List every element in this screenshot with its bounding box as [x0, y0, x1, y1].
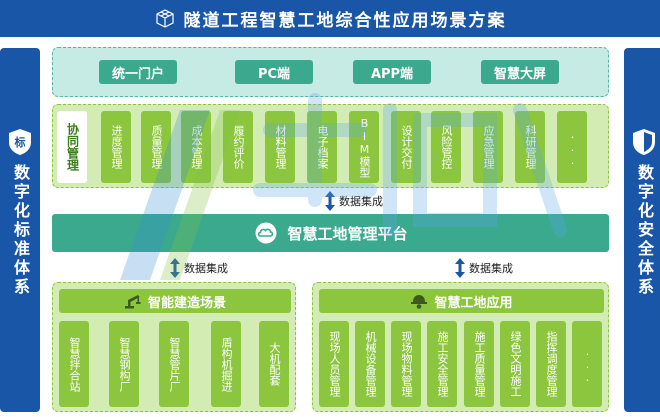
- smart-site-header: 智慧工地应用: [319, 289, 604, 313]
- top-connector: 数据集成: [325, 191, 383, 211]
- construction-item[interactable]: 盾构机掘进: [211, 321, 241, 407]
- crane-icon: [124, 295, 141, 309]
- construction-item[interactable]: 智慧钢构厂: [109, 321, 139, 407]
- module-item[interactable]: 风险管控: [431, 111, 461, 183]
- module-item[interactable]: 进度管理: [101, 111, 131, 183]
- double-arrow-icon: [170, 258, 180, 278]
- module-panel: 协同管理 进度管理 质量管理 成本管理 履约评价 材料管理 电子档案 BIM模型…: [52, 104, 609, 188]
- double-arrow-icon: [325, 191, 335, 211]
- construction-item[interactable]: 智慧拌合站: [59, 321, 89, 407]
- smart-site-title: 智慧工地应用: [434, 295, 513, 311]
- module-item[interactable]: 设计交付: [391, 111, 421, 183]
- site-app-item[interactable]: 施工安全管理: [427, 321, 457, 407]
- module-item[interactable]: 成本管理: [181, 111, 211, 183]
- portal-pc[interactable]: PC端: [235, 60, 313, 84]
- module-item[interactable]: ...: [557, 111, 587, 183]
- platform-bar[interactable]: 智慧工地管理平台: [52, 214, 609, 252]
- site-app-item[interactable]: 指挥调度管理: [536, 321, 566, 407]
- portal-app[interactable]: APP端: [353, 60, 431, 84]
- module-item[interactable]: BIM模型: [349, 111, 379, 183]
- connector-label: 数据集成: [339, 195, 383, 208]
- left-connector: 数据集成: [170, 258, 228, 278]
- header-bar: 隧道工程智慧工地综合性应用场景方案: [0, 0, 660, 37]
- site-app-item[interactable]: 现场人员管理: [319, 321, 349, 407]
- cube-icon: [155, 8, 174, 28]
- platform-title: 智慧工地管理平台: [287, 224, 408, 243]
- cloud-icon: [255, 222, 277, 244]
- double-arrow-icon: [455, 258, 465, 278]
- badge-text: 标: [14, 135, 26, 149]
- smart-construction-panel: 智能建造场景 智慧拌合站 智慧钢构厂 智慧管片厂 盾构机掘进 大机配套: [52, 282, 296, 412]
- site-app-item[interactable]: ...: [572, 321, 602, 407]
- connector-label: 数据集成: [184, 262, 228, 275]
- smart-construction-title: 智能建造场景: [147, 295, 226, 311]
- construction-item[interactable]: 大机配套: [259, 321, 289, 407]
- construction-item[interactable]: 智慧管片厂: [159, 321, 189, 407]
- left-side-bar: 标 数字化标准体系: [0, 48, 40, 412]
- smart-construction-header: 智能建造场景: [59, 289, 291, 313]
- standard-badge-icon: 标: [7, 128, 33, 156]
- site-app-item[interactable]: 施工质量管理: [464, 321, 494, 407]
- site-app-item[interactable]: 现场物料管理: [391, 321, 421, 407]
- connector-label: 数据集成: [469, 262, 513, 275]
- right-side-bar: 数字化安全体系: [624, 48, 660, 412]
- module-item[interactable]: 履约评价: [223, 111, 253, 183]
- module-item[interactable]: 质量管理: [141, 111, 171, 183]
- site-app-item[interactable]: 机械设备管理: [355, 321, 385, 407]
- left-bar-text: 数字化标准体系: [11, 164, 30, 297]
- module-item[interactable]: 电子档案: [307, 111, 337, 183]
- site-app-item[interactable]: 绿色文明施工: [500, 321, 530, 407]
- portal-unified[interactable]: 统一门户: [99, 60, 177, 84]
- portal-panel: 统一门户 PC端 APP端 智慧大屏: [52, 47, 609, 97]
- shield-icon: [631, 128, 657, 156]
- module-item[interactable]: 应急管理: [473, 111, 503, 183]
- module-item[interactable]: 材料管理: [265, 111, 295, 183]
- module-item[interactable]: 科研管理: [515, 111, 545, 183]
- right-bar-text: 数字化安全体系: [635, 164, 654, 297]
- right-connector: 数据集成: [455, 258, 513, 278]
- module-item[interactable]: 协同管理: [57, 111, 87, 183]
- hard-hat-icon: [411, 295, 428, 309]
- page-title: 隧道工程智慧工地综合性应用场景方案: [183, 11, 507, 31]
- smart-site-panel: 智慧工地应用 现场人员管理 机械设备管理 现场物料管理 施工安全管理 施工质量管…: [312, 282, 609, 412]
- portal-big-screen[interactable]: 智慧大屏: [481, 60, 559, 84]
